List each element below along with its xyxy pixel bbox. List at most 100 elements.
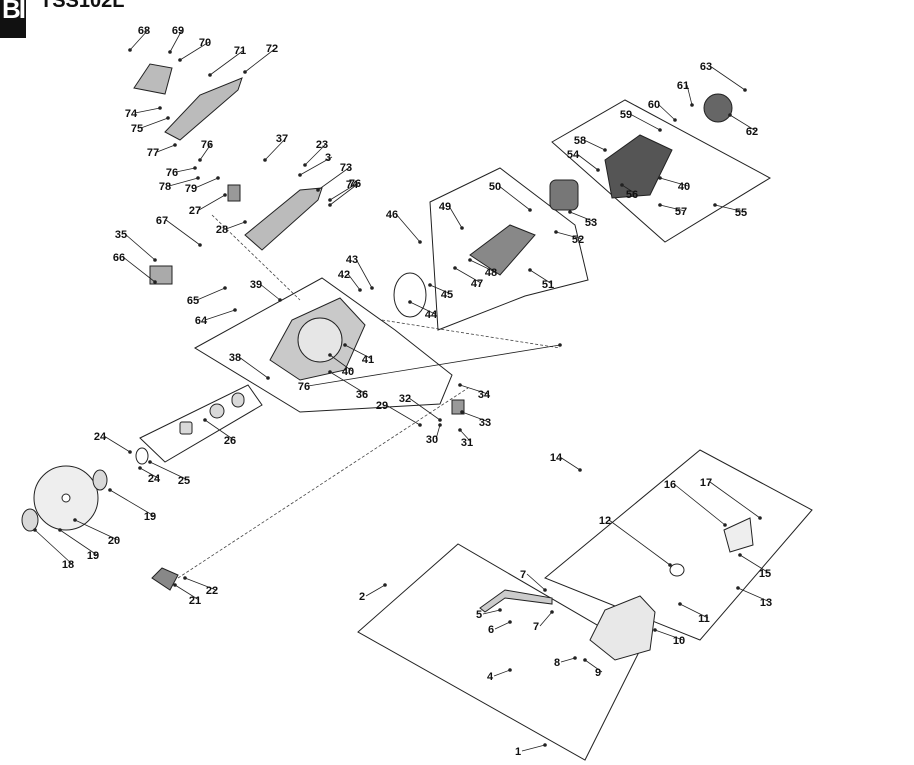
callout-number: 28	[216, 224, 228, 236]
callout-number: 40	[678, 181, 690, 193]
callout-leader-dot	[198, 243, 202, 247]
callout-number: 24	[94, 431, 107, 443]
lever	[479, 589, 553, 613]
callout-leader	[459, 429, 472, 443]
spindle-bearing-2	[209, 403, 225, 419]
callout-leader-dot	[658, 128, 662, 132]
callout-number: 76	[349, 178, 361, 190]
callout-leader-dot	[166, 116, 170, 120]
model-number: TSS102L	[40, 0, 125, 12]
callout-number: 4	[487, 671, 494, 683]
callout-number: 35	[115, 229, 127, 241]
callout-leader	[584, 659, 603, 673]
callout-number: 71	[234, 45, 246, 57]
callout-number: 7	[520, 569, 526, 581]
brand-logo: BI	[0, 0, 26, 38]
callout-leader	[34, 529, 73, 565]
callout-leader	[307, 344, 561, 387]
callout-leader	[529, 269, 553, 285]
callout-leader-dot	[758, 516, 762, 520]
callout-number: 45	[441, 289, 453, 301]
callout-number: 24	[148, 473, 161, 485]
callout-leader-dot	[168, 50, 172, 54]
callout-leader-dot	[543, 588, 547, 592]
callout-leader-dot	[468, 258, 472, 262]
callout-leader	[174, 584, 200, 601]
blade-guard	[589, 595, 656, 661]
callout-leader	[264, 137, 287, 161]
callout-number: 18	[62, 559, 74, 571]
callout-number: 49	[439, 201, 451, 213]
callout-number: 57	[675, 206, 687, 218]
callout-number: 12	[599, 515, 611, 527]
callout-number: 34	[478, 389, 491, 401]
callout-leader	[156, 144, 176, 153]
callout-number: 50	[489, 181, 501, 193]
callout-leader	[673, 483, 726, 526]
callout-number: 9	[595, 667, 601, 679]
callout-leader	[555, 231, 583, 240]
armature	[469, 224, 536, 276]
brand-logo-text: BI	[2, 0, 26, 24]
callout-number: 68	[138, 25, 150, 37]
callout-number: 72	[266, 43, 278, 55]
callout-number: 22	[206, 585, 218, 597]
callout-leader	[729, 114, 757, 132]
callout-number: 67	[156, 215, 168, 227]
callout-number: 62	[746, 126, 758, 138]
callout-leader	[521, 744, 546, 752]
assembly-box-base-back	[544, 449, 813, 641]
callout-leader-dot	[458, 428, 462, 432]
callout-leader-dot	[458, 383, 462, 387]
blade-hub	[61, 493, 71, 503]
callout-leader-dot	[173, 583, 177, 587]
callout-leader-dot	[723, 523, 727, 527]
callout-leader	[709, 65, 746, 91]
callout-leader-dot	[658, 203, 662, 207]
callout-leader-dot	[508, 668, 512, 672]
callout-leader	[709, 481, 761, 519]
callout-leader	[469, 259, 496, 273]
callout-number: 13	[760, 597, 772, 609]
callout-leader	[461, 411, 490, 423]
callout-leader	[583, 139, 606, 151]
callout-number: 56	[626, 189, 638, 201]
callout-leader	[448, 205, 463, 229]
callout-leader	[140, 117, 169, 129]
callout-leader	[409, 301, 436, 315]
callout-leader	[304, 143, 327, 166]
callout-leader-dot	[508, 620, 512, 624]
spindle-bearing-1	[179, 421, 193, 435]
callout-number: 21	[189, 595, 201, 607]
callout-number: 6	[488, 624, 494, 636]
callout-number: 77	[147, 147, 159, 159]
callout-leader-dot	[713, 203, 717, 207]
callout-leader	[498, 185, 531, 211]
callout-leader-dot	[73, 518, 77, 522]
callout-number: 15	[759, 568, 771, 580]
callout-number: 11	[698, 613, 710, 625]
callout-leader-dot	[196, 176, 200, 180]
callout-number: 43	[346, 254, 358, 266]
callout-leader	[329, 354, 353, 372]
callout-leader	[560, 657, 576, 663]
callout-leader	[244, 47, 277, 73]
callout-leader-dot	[690, 103, 694, 107]
callout-number: 5	[476, 609, 482, 621]
callout-leader	[739, 554, 770, 574]
callout-leader-dot	[498, 608, 502, 612]
assembly-box-armature	[429, 167, 589, 331]
callout-leader	[493, 669, 511, 677]
callout-leader	[139, 467, 159, 479]
callout-leader-dot	[328, 198, 332, 202]
callout-leader	[175, 167, 196, 173]
callout-leader-dot	[158, 106, 162, 110]
callout-number: 53	[585, 217, 597, 229]
callout-number: 19	[144, 511, 156, 523]
callout-leader-dot	[183, 576, 187, 580]
callout-leader	[454, 267, 482, 284]
callout-leader	[196, 287, 226, 301]
callout-leader-dot	[178, 58, 182, 62]
callout-leader-dot	[568, 210, 572, 214]
callout-leader	[209, 49, 245, 76]
